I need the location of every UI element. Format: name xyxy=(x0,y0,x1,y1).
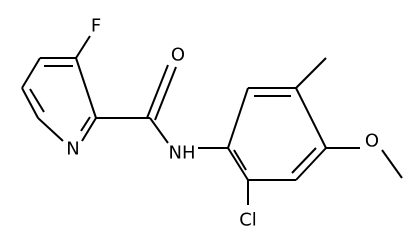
bond-c3-f xyxy=(75,35,91,59)
bond-b6-b1-inner xyxy=(233,149,247,171)
fluorine-label: F xyxy=(91,16,101,37)
bond-b4-b5 xyxy=(295,147,327,181)
benzene-ring xyxy=(227,87,327,181)
bond-c5-c6 xyxy=(21,87,39,119)
bond-n1-c2-inner xyxy=(80,116,91,132)
bond-b6-b1 xyxy=(227,147,249,181)
carbonyl-oxygen-label: O xyxy=(171,45,185,66)
amide-group xyxy=(96,64,228,149)
bond-methoxy-o-methyl xyxy=(381,149,403,179)
bond-b3-b4 xyxy=(295,87,327,149)
bond-b4-b5-inner xyxy=(291,147,317,174)
bond-methyl xyxy=(295,57,327,89)
bond-b1-b2 xyxy=(227,87,249,149)
bond-c4-c5 xyxy=(21,57,41,89)
bond-n1-c2 xyxy=(81,117,97,142)
bond-c6-n1 xyxy=(37,117,64,142)
bond-c2-c3 xyxy=(75,57,97,119)
bond-c5-c6-inner xyxy=(29,88,45,113)
bond-carbonyl-o-a xyxy=(146,64,169,119)
chlorine-label: Cl xyxy=(239,210,257,231)
bond-carbonyl-o-b xyxy=(154,66,177,121)
amide-nh-label: NH xyxy=(169,143,196,164)
pyridine-ring xyxy=(21,57,97,142)
pyridine-nitrogen-label: N xyxy=(66,139,79,160)
methoxy-oxygen-label: O xyxy=(365,131,379,152)
bond-carbonyl-n xyxy=(149,117,169,144)
